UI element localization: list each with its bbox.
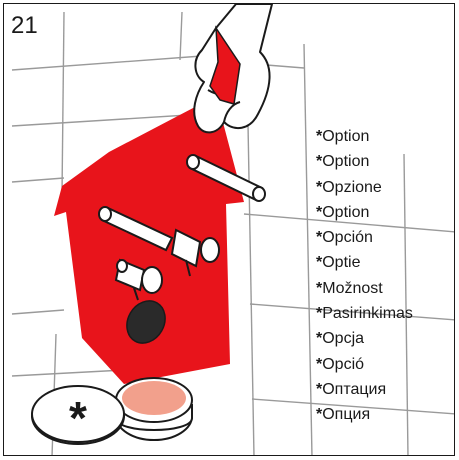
option-label: *Opzione bbox=[316, 175, 413, 200]
option-label: *Optie bbox=[316, 250, 413, 275]
jar-label: * bbox=[69, 392, 87, 444]
option-label: *Pasirinkimas bbox=[316, 301, 413, 326]
option-label: *Оптация bbox=[316, 377, 413, 402]
tile-line bbox=[180, 12, 182, 60]
option-label: *Option bbox=[316, 124, 413, 149]
tile-line bbox=[304, 44, 312, 456]
option-label: *Opció bbox=[316, 352, 413, 377]
option-label: *Option bbox=[316, 149, 413, 174]
step-number: 21 bbox=[11, 12, 38, 40]
grease-jar bbox=[116, 378, 192, 440]
tile-line bbox=[62, 12, 64, 194]
option-label: *Opción bbox=[316, 225, 413, 250]
option-label: *Možnost bbox=[316, 276, 413, 301]
option-list: *Option *Option *Opzione *Option *Opción… bbox=[316, 124, 413, 428]
tile-line bbox=[12, 370, 124, 376]
tile-line bbox=[12, 56, 202, 70]
option-label: *Option bbox=[316, 200, 413, 225]
option-label: *Opcja bbox=[316, 326, 413, 351]
tile-line bbox=[12, 178, 64, 182]
illustration-frame: * 21 *Option *Option *Opzione *Option *O… bbox=[3, 3, 455, 456]
option-label: *Опция bbox=[316, 402, 413, 427]
tile-line bbox=[248, 124, 254, 456]
tile-line bbox=[12, 310, 64, 314]
